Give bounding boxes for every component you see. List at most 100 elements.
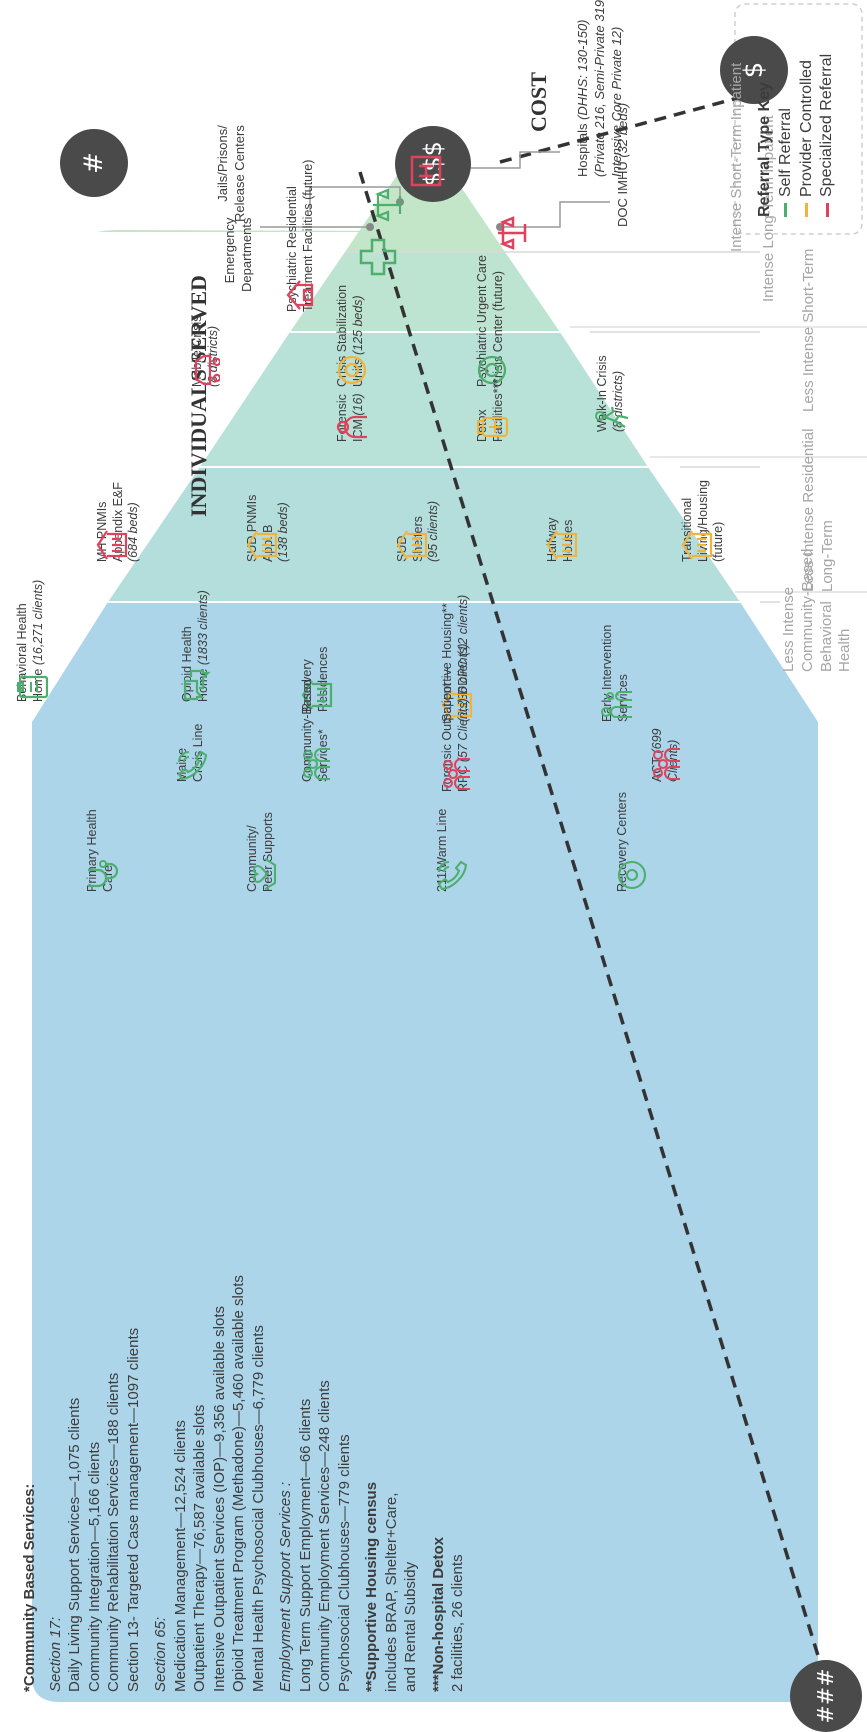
warm-line-node: 211/Warm Line <box>435 809 468 892</box>
doc-scales-icon <box>498 216 527 250</box>
level-label-3: Less Intense Short-Term <box>800 248 817 412</box>
supportive-housing-note-title: **Supportive Housing census <box>363 1481 380 1692</box>
family-icon <box>601 691 632 718</box>
key-item-specialized: Specialized Referral <box>817 54 838 217</box>
jails-callout: Jails/Prisons/Release Centers <box>215 125 247 222</box>
section-65-title: Section 65: <box>152 1616 169 1692</box>
cost-title: COST <box>526 72 551 132</box>
notes-title: *Community Based Services: <box>21 1483 38 1692</box>
individuals-count-circle: # <box>60 129 128 197</box>
walking-person-icon <box>595 406 629 428</box>
emp-item: Community Employment Services—248 client… <box>316 1380 333 1692</box>
gear-head-icon <box>617 860 647 890</box>
connector-dot <box>366 223 374 231</box>
group-icon <box>443 758 470 790</box>
tier-2-band <box>290 252 560 332</box>
s17-item: Daily Living Support Services—1,075 clie… <box>66 1397 83 1692</box>
building-icon <box>681 530 713 560</box>
emp-item: Long Term Support Employment—66 clients <box>296 1398 314 1692</box>
tier-5-band <box>32 602 818 1702</box>
scales-icon <box>373 188 402 222</box>
mobile-crisis-node: Mobile Crisis(8 districts) <box>190 315 220 387</box>
specialized-swatch <box>825 203 829 217</box>
supportive-housing-node: Supportive Housing**(2,236 clients) <box>440 603 473 722</box>
house-icon <box>286 280 314 310</box>
emp-item: Psychosocial Clubhouses—779 clients <box>335 1434 353 1692</box>
s65-item: Intensive Outpatient Services (IOP)—9,35… <box>210 1305 228 1692</box>
doc-connector <box>500 201 610 228</box>
hospital-connector <box>430 151 560 169</box>
s65-item: Medication Management—12,524 clients <box>171 1420 189 1692</box>
medicine-bottle-icon <box>477 416 509 438</box>
building-icon <box>396 530 428 560</box>
building-icon <box>96 530 128 560</box>
person-icon <box>336 415 367 439</box>
life-ring-icon <box>477 355 507 385</box>
clipboard-icon <box>17 675 49 699</box>
referral-key-title: Referral Type Key <box>756 82 773 217</box>
employment-title: Employment Support Services : <box>277 1481 294 1692</box>
recovery-centers-node: Recovery Centers <box>615 792 647 892</box>
community-services-notes: *Community Based Services: Section 17: D… <box>20 1275 468 1692</box>
hands-heart-icon <box>253 858 277 890</box>
group-icon <box>653 748 680 780</box>
tier-3-band <box>200 332 648 467</box>
group-icon <box>303 748 330 780</box>
s65-item: Outpatient Therapy—76,587 available slot… <box>191 1404 208 1692</box>
s17-item: Community Integration—5,166 clients <box>85 1441 103 1692</box>
medical-cross-icon <box>359 238 397 276</box>
detox-note: 2 facilities, 26 clients <box>449 1554 466 1692</box>
jails-connector <box>309 186 401 212</box>
provider-swatch <box>804 203 808 217</box>
phone-icon <box>177 750 208 781</box>
referral-key: Referral Type Key Self Referral Provider… <box>755 54 838 217</box>
community-peer-supports-node: Community/Peer Supports <box>245 812 277 892</box>
building-icon <box>441 690 473 720</box>
chat-bubbles-icon <box>183 669 211 701</box>
building-icon <box>246 530 278 560</box>
self-swatch <box>784 203 788 217</box>
level-label-1: Intense Short-Term Inpatient <box>728 62 745 252</box>
individuals-served-title: INDIVIDUALS SERVED <box>186 275 211 517</box>
building-icon <box>301 680 333 710</box>
s65-item: Opioid Treatment Program (Methadone)—5,4… <box>230 1275 247 1692</box>
walk-in-crisis-node: Walk-In Crisis(8 districts) <box>595 355 629 432</box>
doc-callout: DOC IMHU (32 beds) <box>615 102 630 227</box>
s17-item: Section 13- Targeted Case management—109… <box>124 1327 142 1692</box>
life-ring-icon <box>337 355 367 385</box>
hospital-icon <box>410 155 442 187</box>
sh-note: includes BRAP, Shelter+Care, <box>382 1492 400 1692</box>
forensic-outpatient-node: Forensic Outpatient —RPC (57 Clients) DD… <box>440 595 471 792</box>
key-item-provider: Provider Controlled <box>797 54 818 217</box>
individuals-total-circle: ### <box>790 1660 862 1732</box>
section-17-title: Section 17: <box>46 1616 64 1692</box>
phone-icon <box>437 860 468 891</box>
s65-item: Mental Health Psychosocial Clubhouses—6,… <box>249 1325 267 1692</box>
referral-key-box <box>734 3 863 235</box>
key-item-self: Self Referral <box>776 54 797 217</box>
building-icon <box>546 530 578 560</box>
sh-note: and Rental Subsidy <box>402 1561 419 1692</box>
dashed-edge-right <box>499 90 761 164</box>
